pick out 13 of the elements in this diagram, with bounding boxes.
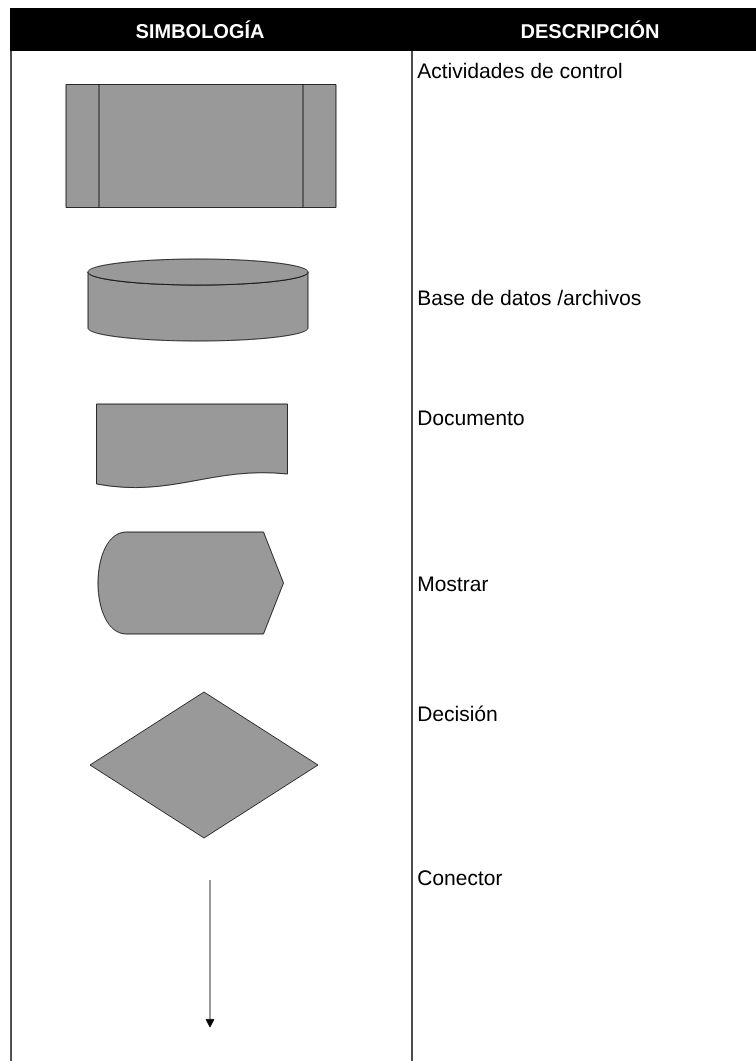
description-text: Mostrar [418, 576, 489, 592]
display-symbol [97, 531, 284, 635]
document-symbol [96, 403, 288, 488]
description-text: Actividades de control [417, 62, 622, 79]
cylinder-symbol [87, 258, 309, 342]
description-text: Documento [418, 410, 524, 426]
diamond-symbol [89, 691, 319, 839]
description-text: Base de datos /archivos [418, 289, 641, 306]
column-header: DESCRIPCIÓN [521, 20, 659, 39]
description-text: Conector [418, 870, 503, 886]
column-header: SIMBOLOGÍA [136, 20, 264, 39]
box-symbol [65, 84, 337, 208]
description-text: Decisión [418, 705, 497, 722]
